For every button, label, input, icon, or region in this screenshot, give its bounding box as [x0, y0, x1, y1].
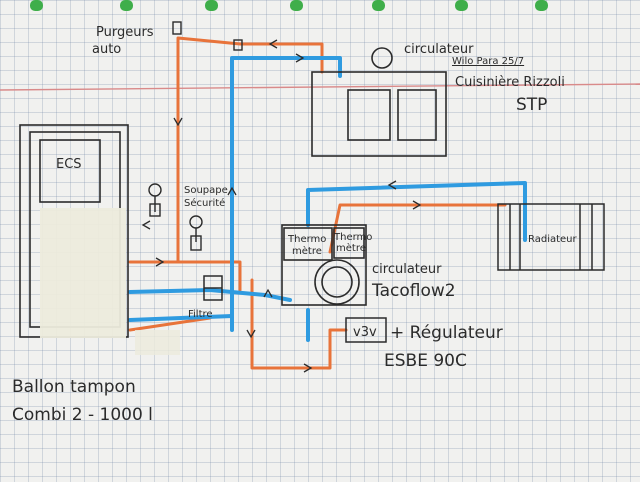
cuisiniere-label: Cuisinière Rizzoli: [455, 75, 565, 90]
circ2-label-2: Tacoflow2: [371, 281, 456, 301]
thermometer-left: [283, 227, 333, 261]
notebook-binding: [30, 0, 548, 11]
ecs-tank: [39, 139, 101, 203]
thermo-left-1: Thermo: [287, 234, 326, 245]
circulator-wilo-icon: [371, 47, 393, 69]
circulator-tacoflow-icon: [314, 259, 360, 305]
thermometer-right: [333, 227, 365, 259]
arrow-icon: [303, 363, 313, 373]
circ2-label-1: circulateur: [372, 262, 442, 277]
ecs-label: ECS: [56, 157, 82, 172]
arrow-icon: [387, 180, 397, 190]
ballon-label-2: Combi 2 - 1000 l: [12, 405, 153, 425]
thermo-right-2: mètre: [336, 242, 366, 254]
arrow-icon: [412, 200, 422, 210]
radiator: [497, 203, 605, 271]
v3v-label: v3v: [353, 325, 377, 340]
soupape-label-1: Soupape: [184, 185, 228, 196]
filtre-label: Filtre: [188, 309, 213, 320]
filter: [203, 275, 223, 301]
arrow-icon: [263, 288, 273, 298]
regulateur-label: + Régulateur: [390, 323, 503, 343]
tape-patch: [40, 208, 126, 338]
arrow-icon: [227, 186, 237, 196]
arrow-icon: [155, 257, 165, 267]
ballon-label-1: Ballon tampon: [12, 377, 136, 397]
purgeurs-label-1: Purgeurs: [96, 25, 154, 40]
arrow-icon: [268, 39, 278, 49]
arrow-icon: [246, 329, 256, 339]
flow-arrows: [141, 39, 422, 373]
tape-patch: [135, 330, 180, 355]
soupape-label-2: Sécurité: [184, 197, 225, 209]
thermo-left-2: mètre: [292, 245, 322, 257]
thermo-right-1: Thermo: [333, 232, 372, 243]
stove: [311, 47, 447, 157]
radiateur-label: Radiateur: [528, 234, 578, 245]
stp-label: STP: [516, 95, 547, 115]
margin-line: [0, 83, 640, 91]
cold-pipes: [128, 56, 527, 342]
arrow-icon: [295, 53, 305, 63]
circ-title-label: circulateur: [404, 42, 474, 57]
arrow-icon: [173, 117, 183, 127]
purgeurs-label-2: auto: [92, 42, 121, 57]
auto-air-vent: [172, 21, 243, 51]
esbe-label: ESBE 90C: [384, 351, 467, 371]
mixing-unit: [281, 224, 367, 306]
arrow-icon: [141, 220, 151, 230]
safety-valve: [189, 215, 203, 251]
v3v-box: [345, 317, 387, 343]
circ-model-label: Wilo Para 25/7: [452, 56, 524, 67]
tank-fittings: [148, 183, 162, 217]
